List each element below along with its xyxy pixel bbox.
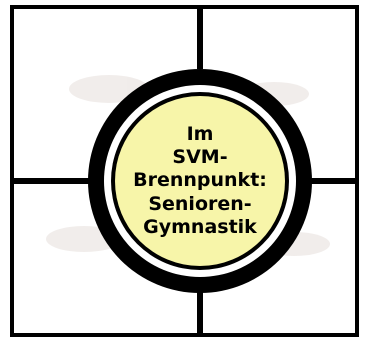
center-disc	[115, 96, 285, 266]
crosshair-target-icon	[14, 9, 355, 333]
title-line-4: Senioren-	[148, 192, 252, 215]
center-title: Im SVM- Brennpunkt: Senioren- Gymnastik	[120, 96, 280, 266]
picture-frame: Im SVM- Brennpunkt: Senioren- Gymnastik	[10, 5, 359, 337]
title-line-1: Im	[186, 123, 214, 146]
title-line-2: SVM-	[172, 146, 228, 169]
title-line-3: Brennpunkt:	[133, 169, 267, 192]
title-line-5: Gymnastik	[143, 215, 257, 238]
